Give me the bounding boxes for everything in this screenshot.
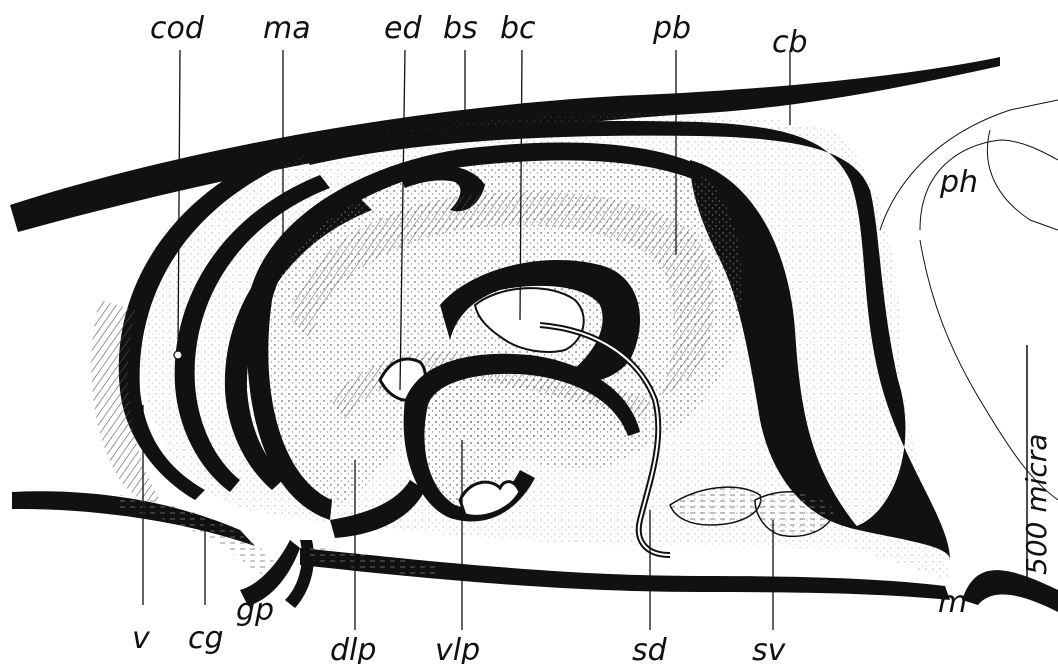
label-m: m	[938, 585, 967, 620]
ventral-floor-right	[962, 570, 1058, 612]
label-ph: ph	[939, 165, 978, 200]
label-sd: sd	[632, 633, 668, 664]
pharynx-outline-right	[987, 130, 1058, 230]
label-ma: ma	[263, 11, 311, 46]
label-dlp: dlp	[330, 633, 376, 664]
scale-bar-text: 500 micra	[1020, 434, 1053, 575]
label-cod: cod	[150, 11, 205, 46]
label-bc: bc	[500, 11, 536, 46]
label-cg: cg	[188, 621, 224, 656]
label-v: v	[132, 621, 151, 656]
label-bs: bs	[443, 11, 478, 46]
ventral-floor	[300, 548, 950, 600]
label-gp: gp	[236, 593, 274, 628]
label-cb: cb	[772, 25, 808, 60]
label-vlp: vlp	[435, 633, 480, 664]
label-ed: ed	[384, 11, 422, 46]
label-pb: pb	[652, 11, 691, 46]
label-sv: sv	[752, 633, 787, 664]
leader-cod-dot	[174, 351, 182, 359]
